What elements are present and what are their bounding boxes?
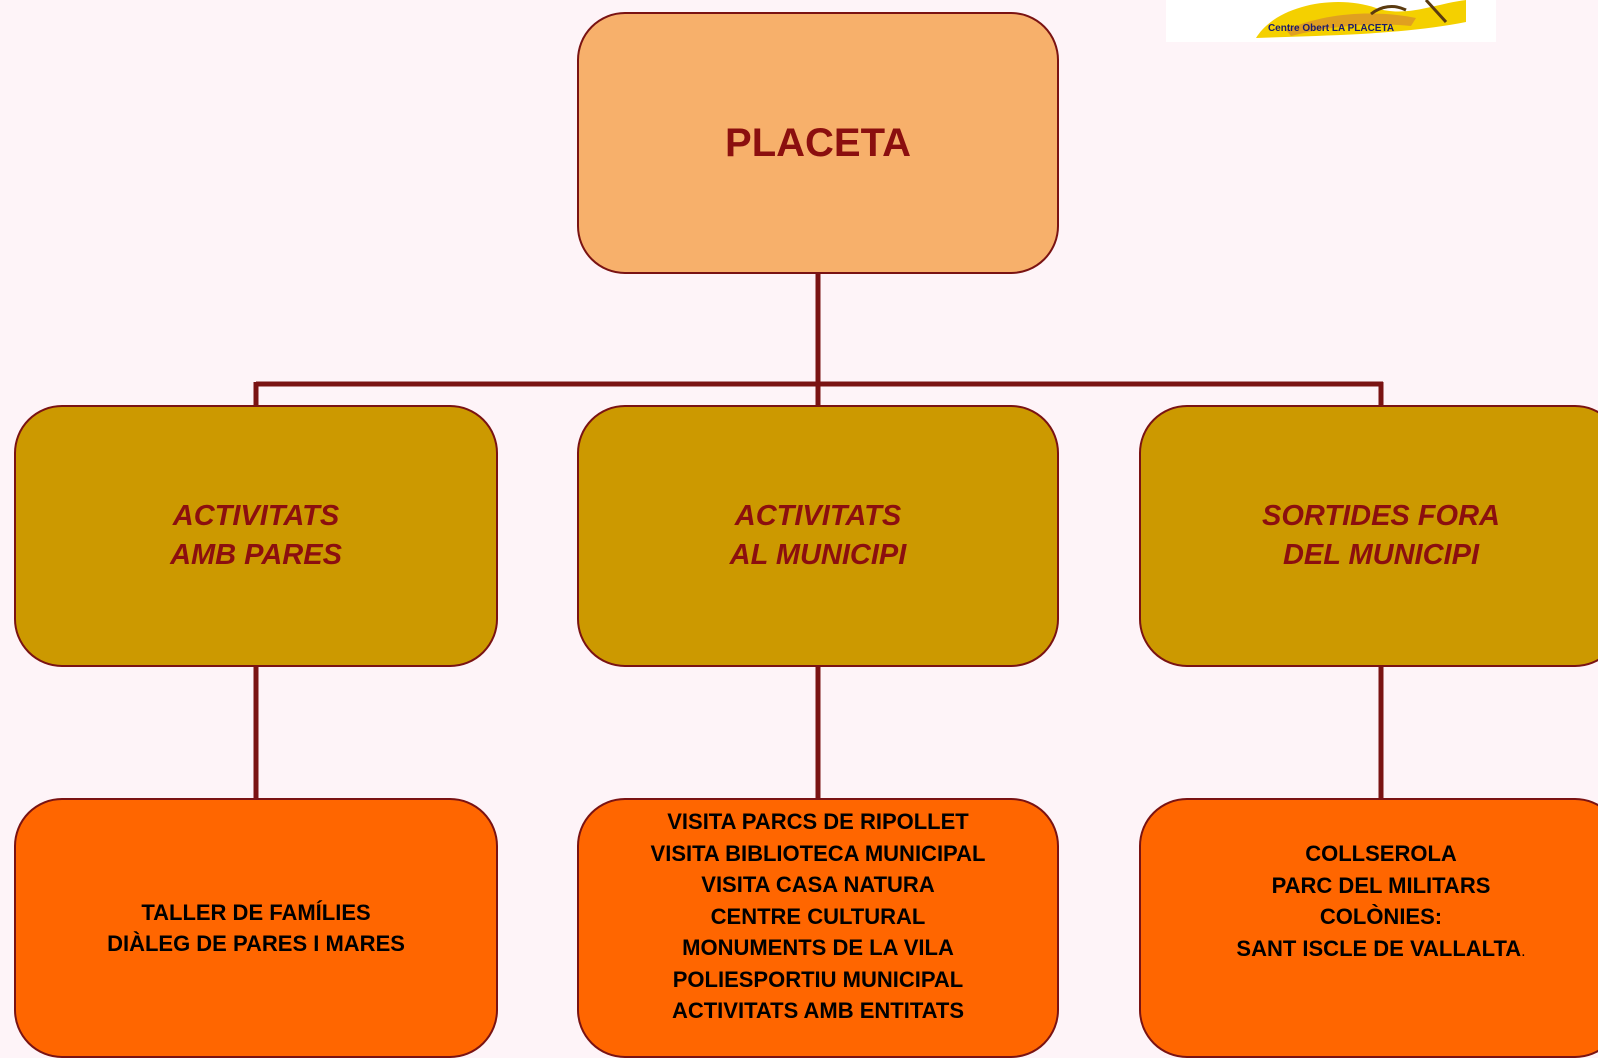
leaf-item-last: SANT ISCLE DE VALLALTA.: [1236, 933, 1525, 968]
leaf-item: VISITA PARCS DE RIPOLLET: [667, 809, 969, 834]
leaf-item: SANT ISCLE DE VALLALTA: [1236, 935, 1522, 961]
leaf-item: ACTIVITATS AMB ENTITATS: [671, 998, 965, 1023]
leaf-node-sortides-fora-del-municipi: COLLSEROLA PARC DEL MILITARS COLÒNIES: S…: [1139, 798, 1598, 1058]
leaf-item: COLLSEROLA: [1305, 841, 1457, 866]
root-node: PLACETA: [577, 12, 1059, 274]
category-label-line: AMB PARES: [170, 539, 342, 571]
logo-sun-icon: [1256, 0, 1466, 38]
category-node-sortides-fora-del-municipi: SORTIDES FORA DEL MUNICIPI: [1139, 405, 1598, 667]
leaf-item: POLIESPORTIU MUNICIPAL: [672, 966, 964, 992]
category-label-line: DEL MUNICIPI: [1282, 539, 1480, 571]
leaf-item: DIÀLEG DE PARES I MARES: [107, 931, 405, 956]
category-node-activitats-amb-pares: ACTIVITATS AMB PARES: [14, 405, 498, 667]
leaf-node-activitats-amb-pares: TALLER DE FAMÍLIES DIÀLEG DE PARES I MAR…: [14, 798, 498, 1058]
leaf-item: MONUMENTS DE LA VILA: [682, 935, 954, 960]
category-label-line: ACTIVITATS: [172, 500, 340, 532]
leaf-item: CENTRE CULTURAL: [710, 903, 926, 929]
leaf-item: TALLER DE FAMÍLIES: [141, 899, 371, 925]
category-label-line: ACTIVITATS: [734, 500, 902, 532]
trailing-period: .: [1521, 942, 1526, 960]
leaf-item: PARC DEL MILITARS: [1271, 872, 1491, 898]
leaf-node-activitats-al-municipi: VISITA PARCS DE RIPOLLET VISITA BIBLIOTE…: [577, 798, 1059, 1058]
logo: Centre Obert LA PLACETA: [1166, 0, 1496, 42]
category-label-line: SORTIDES FORA: [1262, 500, 1500, 532]
leaf-item: VISITA BIBLIOTECA MUNICIPAL: [650, 840, 986, 866]
logo-text: Centre Obert LA PLACETA: [1267, 23, 1395, 34]
category-node-activitats-al-municipi: ACTIVITATS AL MUNICIPI: [577, 405, 1059, 667]
root-label: PLACETA: [725, 120, 911, 165]
leaf-item: VISITA CASA NATURA: [701, 872, 935, 897]
leaf-item: COLÒNIES:: [1319, 904, 1443, 929]
category-label-line: AL MUNICIPI: [729, 539, 907, 571]
